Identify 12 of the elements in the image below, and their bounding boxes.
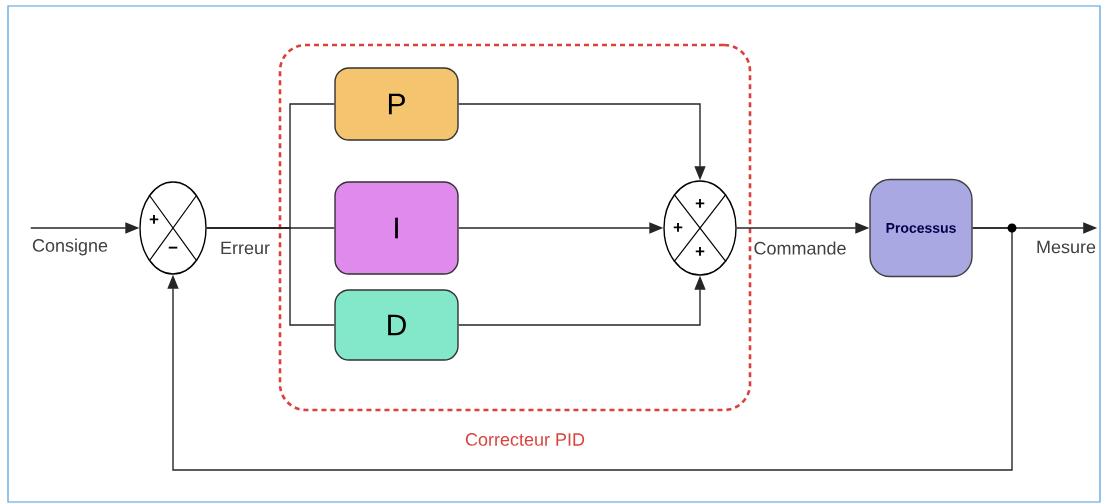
summing-junction: + + + (663, 180, 737, 276)
edge-label: Commande (752, 240, 848, 256)
measure-label: Mesure (1037, 240, 1096, 254)
summing-junction: + − (139, 181, 207, 275)
consigne-label: Consigne (32, 238, 108, 256)
arrow (167, 227, 1013, 471)
edge-label: Erreur (219, 240, 271, 256)
block-box: D (334, 289, 459, 361)
block-box: I (334, 181, 459, 275)
node-label: Correcteur PID (465, 433, 585, 446)
block-box: P (334, 67, 459, 141)
process-box: Processus (869, 178, 973, 278)
